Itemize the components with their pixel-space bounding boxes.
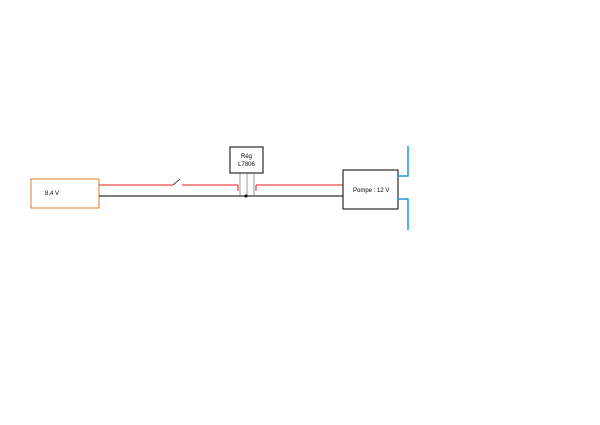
- regulator-pins: [239, 173, 255, 196]
- battery: 8,4 V: [30, 178, 100, 209]
- pump-box: [342, 169, 399, 210]
- pump-label: Pompe : 12 V: [353, 188, 389, 194]
- switch-icon: [172, 178, 181, 186]
- outlet-pipes: [398, 146, 409, 230]
- regulator-box: [229, 146, 264, 174]
- junction-dot-icon: [244, 194, 248, 198]
- pump: Pompe : 12 V: [342, 169, 399, 210]
- regulator-label-line2: L7806: [238, 162, 255, 168]
- regulator: Rég L7806: [229, 146, 264, 196]
- positive-wire: [99, 184, 343, 191]
- outlet-pipe-top: [398, 146, 409, 177]
- battery-box: [30, 178, 100, 209]
- battery-label: 8,4 V: [45, 191, 59, 197]
- regulator-label-line1: Rég: [241, 154, 252, 160]
- outlet-pipe-bottom: [398, 198, 409, 230]
